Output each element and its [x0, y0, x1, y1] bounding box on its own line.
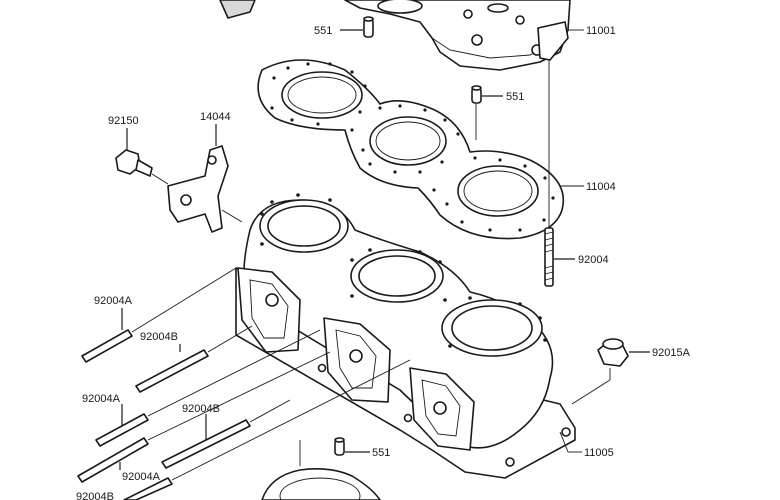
stud-92004b-1 — [135, 325, 253, 393]
dowel-pin-551-bottom — [334, 437, 370, 456]
stud-92004a-1 — [81, 267, 237, 363]
cylinder-block — [235, 193, 576, 479]
bracket-14044 — [167, 124, 243, 233]
label-551-top: 551 — [314, 25, 332, 37]
label-11005: 11005 — [584, 447, 614, 459]
stud-92004a-2 — [95, 329, 321, 447]
leader-11005-b — [559, 431, 569, 453]
stud-92004a-3 — [77, 351, 331, 483]
label-92004b-2: 92004B — [182, 403, 220, 415]
dowel-pin-551-mid — [471, 85, 503, 140]
stud-92004b-2 — [161, 399, 291, 469]
label-92004a-3: 92004A — [122, 471, 161, 483]
dowel-pin-551-top — [340, 16, 374, 38]
label-92150: 92150 — [108, 115, 139, 127]
stud-92004 — [544, 60, 575, 287]
label-11004: 11004 — [586, 181, 616, 193]
label-92004b-1: 92004B — [140, 331, 178, 343]
label-14044: 14044 — [200, 111, 231, 123]
label-92015a: 92015A — [652, 347, 691, 359]
label-92004b-3: 92004B — [76, 491, 114, 500]
bolt-92150 — [115, 128, 169, 185]
label-92004a-2: 92004A — [82, 393, 121, 405]
head-gasket — [257, 59, 564, 240]
label-11001: 11001 — [586, 25, 616, 37]
label-92004: 92004 — [578, 254, 609, 266]
cylinder-head — [219, 0, 571, 71]
label-551-bottom: 551 — [372, 447, 390, 459]
base-gasket — [261, 440, 381, 500]
cap-nut-92015a — [571, 338, 650, 405]
label-92004a-1: 92004A — [94, 295, 133, 307]
label-551-mid: 551 — [506, 91, 524, 103]
stud-92004b-3 — [123, 359, 411, 500]
